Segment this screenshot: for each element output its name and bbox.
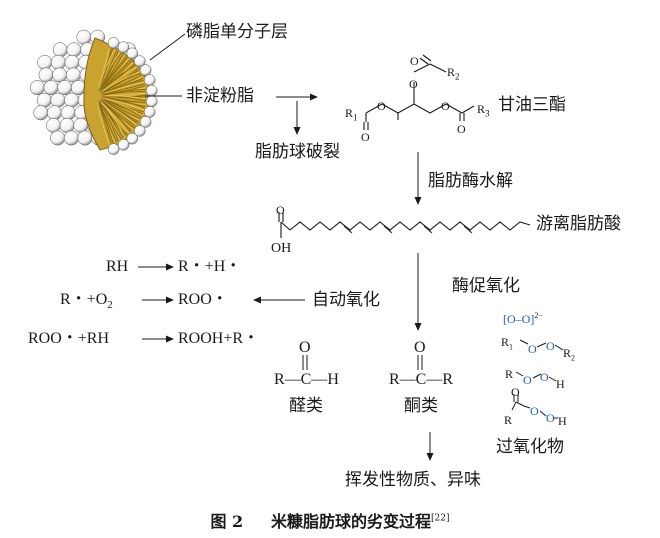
reaction-3-left: ROO・+RH <box>28 330 110 347</box>
ketone-formula: R—C—R <box>389 371 454 388</box>
figure-number: 图 2 <box>210 512 244 531</box>
aldehyde-oxygen: O <box>299 339 311 356</box>
reaction-2-right: ROO・ <box>178 291 228 308</box>
figure-caption: 图 2 米糠脂肪球的劣变过程[22] <box>0 508 660 532</box>
peroxide-hydro-r: R <box>505 367 514 381</box>
atom-o-left: O <box>377 99 386 113</box>
peroxide-hydro-h: H <box>556 377 565 391</box>
label-enzymatic-oxidation: 酶促氧化 <box>452 276 520 296</box>
atom-r2: R2 <box>447 65 460 82</box>
label-peroxides: 过氧化物 <box>496 437 564 457</box>
label-aldehydes: 醛类 <box>289 396 323 416</box>
peroxide-hydro-o2: O <box>540 370 549 384</box>
peroxide-dialkyl-o2: O <box>546 339 555 353</box>
atom-o-acid: O <box>276 203 285 217</box>
figure-ref: [22] <box>431 513 450 524</box>
label-lipase-hydrolysis: 脂肪酶水解 <box>428 171 513 191</box>
reaction-1-right: R・+H・ <box>178 258 242 275</box>
atom-oh-acid: OH <box>271 241 292 256</box>
label-free-fatty-acid: 游离脂肪酸 <box>536 214 621 234</box>
peroxide-hydro-o1: O <box>523 373 532 387</box>
reaction-3-right: ROOH+R・ <box>178 330 260 347</box>
atom-o-carbonyl-3: O <box>457 122 466 136</box>
atom-r3: R3 <box>477 102 490 119</box>
label-ketones: 酮类 <box>404 396 438 416</box>
label-nonstarch-lipid: 非淀粉脂 <box>186 86 254 106</box>
peracid-o1: O <box>530 404 539 418</box>
peracid-h: H <box>558 414 567 428</box>
figure-title: 米糠脂肪球的劣变过程 <box>271 512 432 531</box>
reaction-2-left: R・+O2 <box>60 291 113 312</box>
peracid-r: R <box>504 413 513 427</box>
label-triglyceride: 甘油三酯 <box>498 95 566 115</box>
ketone-oxygen: O <box>414 339 426 356</box>
peroxide-dialkyl: R1 <box>501 335 514 352</box>
atom-o-carbonyl-1: O <box>361 130 370 144</box>
atom-o-carbonyl-2: O <box>410 54 419 68</box>
label-globule-rupture: 脂肪球破裂 <box>255 142 340 162</box>
peroxide-dialkyl-r2: R2 <box>563 346 576 363</box>
label-volatiles: 挥发性物质、异味 <box>345 470 481 490</box>
peracid-o2: O <box>546 411 555 425</box>
atom-o-right: O <box>441 99 450 113</box>
peracid-o-top: O <box>511 385 520 399</box>
label-phospholipid-layer: 磷脂单分子层 <box>186 22 288 42</box>
atom-r1: R1 <box>345 106 358 123</box>
reaction-1-left: RH <box>106 258 129 275</box>
peroxide-dialkyl-o1: O <box>528 342 537 356</box>
aldehyde-formula: R—C—H <box>274 371 339 388</box>
peroxide-ion: [O–O]2− <box>503 311 543 326</box>
atom-o-top: O <box>409 77 418 91</box>
label-auto-oxidation: 自动氧化 <box>312 290 380 310</box>
